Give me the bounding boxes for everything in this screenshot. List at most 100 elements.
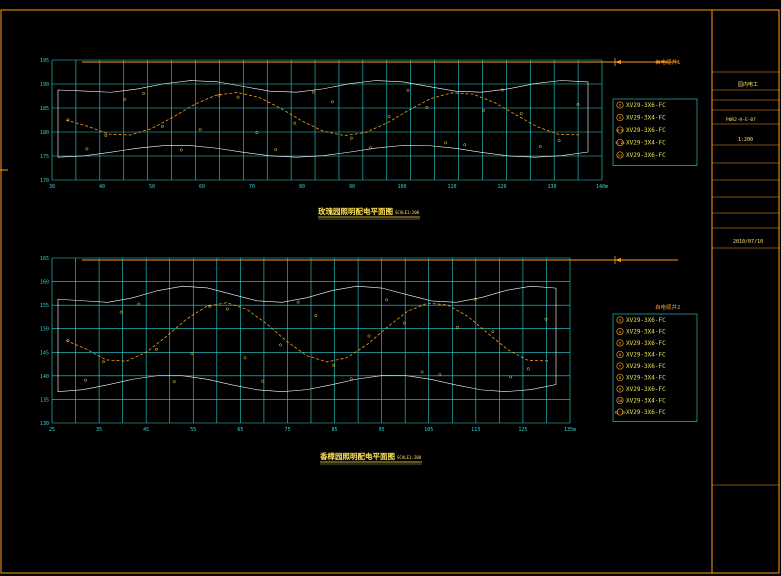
circuit-legend bbox=[612, 98, 698, 166]
light-fixture bbox=[456, 325, 459, 329]
light-fixture bbox=[85, 147, 89, 151]
top-plan-scale: SCALE1:200 bbox=[395, 210, 420, 215]
garden-boundary bbox=[57, 80, 589, 158]
light-fixture bbox=[538, 145, 542, 148]
light-fixture bbox=[519, 112, 523, 116]
light-fixture bbox=[576, 103, 580, 106]
y-tick-label: 190 bbox=[40, 82, 49, 88]
light-fixture bbox=[123, 97, 127, 101]
circuit-number: 3 bbox=[619, 318, 621, 323]
x-tick-label: 90 bbox=[349, 184, 355, 190]
light-fixture bbox=[425, 105, 429, 109]
circuit-number: 3 bbox=[619, 115, 621, 120]
circuit-number-circle bbox=[616, 126, 624, 134]
light-fixture bbox=[217, 93, 221, 97]
circuit-number-circle bbox=[616, 396, 624, 405]
light-fixture bbox=[137, 302, 141, 306]
light-fixture bbox=[406, 88, 410, 92]
circuit-number-circle bbox=[616, 316, 624, 324]
light-fixture bbox=[225, 307, 229, 311]
light-fixture bbox=[463, 143, 467, 147]
circuit-number-circle bbox=[616, 327, 624, 336]
circuit-number-circle bbox=[616, 339, 624, 347]
light-fixture bbox=[255, 131, 259, 135]
light-fixture bbox=[274, 148, 278, 152]
top-plan-title: 玫瑰园照明配电平面图 bbox=[318, 206, 393, 216]
light-fixture bbox=[190, 352, 194, 356]
y-tick-label: 135 bbox=[40, 397, 49, 403]
circuit-number-circle bbox=[616, 385, 624, 393]
x-tick-label: 35 bbox=[96, 427, 102, 433]
circuit-number-circle bbox=[616, 138, 624, 147]
light-fixture bbox=[172, 380, 176, 384]
y-tick-label: 155 bbox=[40, 303, 49, 309]
circuit-cable-code: XV29-3X4-FC bbox=[626, 140, 666, 147]
circuit-number-circle bbox=[616, 362, 624, 370]
light-fixture bbox=[473, 297, 477, 301]
light-fixture bbox=[438, 373, 442, 377]
x-tick-label: 80 bbox=[299, 184, 305, 190]
circuit-number: 8 bbox=[619, 375, 622, 380]
circuit-number-circle bbox=[616, 101, 624, 109]
light-fixture bbox=[142, 92, 146, 95]
circuit-number: 6 bbox=[619, 352, 622, 357]
x-tick-label: 40 bbox=[99, 184, 105, 190]
title-block-drawing-no: P0R2-H-E-07 bbox=[726, 117, 756, 123]
y-tick-label: 150 bbox=[40, 327, 49, 333]
y-tick-label: 145 bbox=[40, 350, 49, 356]
x-tick-label: 125 bbox=[518, 427, 527, 433]
bottom-source-label: 自电缆井2 bbox=[655, 303, 681, 311]
y-tick-label: 195 bbox=[40, 58, 49, 64]
light-fixture bbox=[312, 90, 316, 94]
title-block-scale: 1:200 bbox=[738, 137, 753, 143]
x-tick-label: 100 bbox=[397, 184, 406, 190]
x-tick-label: 110 bbox=[447, 184, 456, 190]
circuit-cable-code: XV29-3X4-FC bbox=[626, 375, 666, 382]
x-tick-label: 95 bbox=[379, 427, 385, 433]
sheet-border bbox=[0, 9, 780, 574]
circuit-cable-code: XV29-3X6-FC bbox=[626, 363, 666, 370]
x-tick-label: 65 bbox=[237, 427, 243, 433]
x-tick-label: 75 bbox=[284, 427, 290, 433]
circuit-legend bbox=[612, 313, 698, 422]
title-block bbox=[712, 71, 780, 486]
circuit-cable-code: XV29-3X6-FC bbox=[626, 127, 666, 134]
circuit-number: 11-13 bbox=[614, 410, 625, 415]
light-fixture bbox=[420, 370, 424, 374]
x-tick-label: 60 bbox=[199, 184, 205, 190]
circuit-number: 10 bbox=[618, 398, 623, 403]
circuit-number-circle bbox=[616, 373, 624, 382]
light-fixture bbox=[66, 339, 70, 342]
y-tick-label: 170 bbox=[40, 178, 49, 184]
y-tick-label: 160 bbox=[40, 280, 49, 286]
feeder-arrow bbox=[615, 60, 621, 64]
circuit-number: 9-10 bbox=[615, 140, 625, 145]
circuit-cable-code: XV29-3X6-FC bbox=[626, 317, 666, 324]
circuit-number-circle bbox=[616, 408, 624, 416]
light-fixture bbox=[296, 300, 300, 304]
circuit-number-circle bbox=[616, 350, 624, 359]
y-tick-label: 130 bbox=[40, 421, 49, 427]
circuit-number: 4-8 bbox=[617, 128, 625, 133]
light-fixture bbox=[155, 347, 158, 351]
x-tick-label: 135m bbox=[564, 427, 576, 433]
light-fixture bbox=[66, 118, 70, 122]
light-fixture bbox=[349, 136, 353, 140]
light-fixture bbox=[261, 379, 265, 383]
light-fixture bbox=[526, 367, 530, 371]
light-fixture bbox=[444, 141, 448, 145]
circuit-cable-code: XV29-3X6-FC bbox=[626, 152, 666, 159]
circuit-cable-code: XV29-3X6-FC bbox=[626, 386, 666, 393]
bottom-plan-title: 香樟园照明配电平面图 bbox=[319, 451, 395, 461]
circuit-cable-code: XV29-3X6-FC bbox=[626, 340, 666, 347]
x-tick-label: 30 bbox=[49, 184, 55, 190]
light-fixture bbox=[349, 377, 353, 381]
bottom-plan-scale: SCALE1:200 bbox=[397, 455, 422, 460]
circuit-number: 7 bbox=[619, 364, 621, 369]
y-tick-label: 180 bbox=[40, 130, 49, 136]
light-fixture bbox=[544, 317, 548, 321]
x-tick-label: 85 bbox=[332, 427, 338, 433]
